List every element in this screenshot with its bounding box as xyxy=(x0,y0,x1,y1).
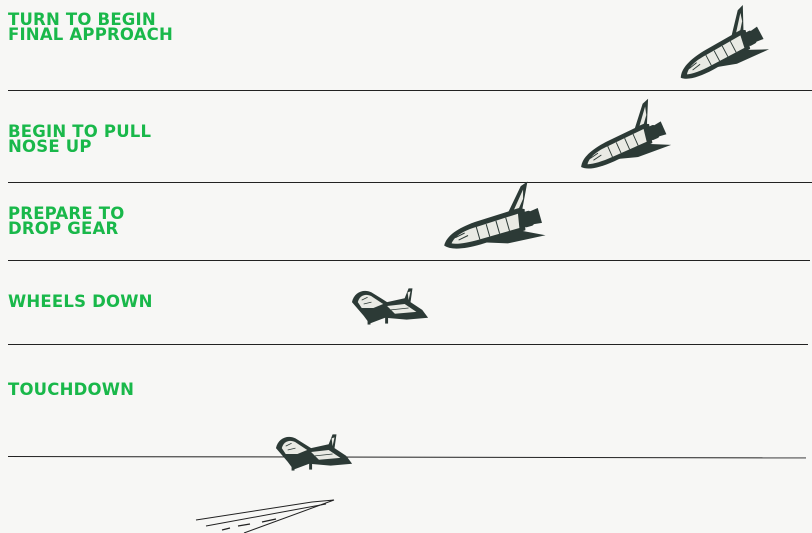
runway-perspective-lines xyxy=(0,0,812,533)
